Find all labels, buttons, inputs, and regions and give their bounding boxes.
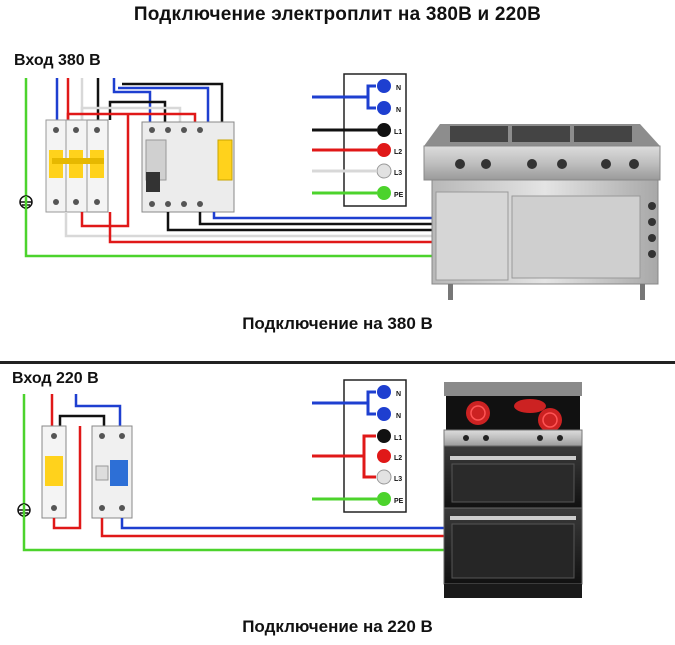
terminal-l3-label: L3 xyxy=(394,170,402,177)
input-220-label: Вход 220 В xyxy=(12,370,99,387)
terminal-block-380: N N L1 L2 L3 PE xyxy=(343,73,407,207)
terminal-block-220: N N L1 L2 L3 PE xyxy=(343,379,407,513)
terminal-l1-label-220: L1 xyxy=(394,435,402,442)
caption-220: Подключение на 220 В xyxy=(242,617,433,636)
page-title: Подключение электроплит на 380В и 220В xyxy=(133,4,542,25)
terminal-n2-label: N xyxy=(396,107,401,114)
section-divider xyxy=(0,361,675,364)
commercial-electric-range xyxy=(423,124,661,300)
input-380-label: Вход 380 В xyxy=(14,52,101,69)
single-pole-breaker xyxy=(41,425,67,519)
terminal-pe-label-220: PE xyxy=(394,498,404,505)
terminal-l3-label-220: L3 xyxy=(394,476,402,483)
residual-current-device xyxy=(141,121,235,213)
caption-380: Подключение на 380 В xyxy=(242,314,433,333)
three-pole-breaker xyxy=(45,119,109,213)
terminal-l1-label: L1 xyxy=(394,129,402,136)
terminal-n2-label-220: N xyxy=(396,413,401,420)
two-pole-rcd xyxy=(91,425,133,519)
diagram-380: N N L1 L2 L3 PE xyxy=(19,73,661,300)
terminal-l2-label: L2 xyxy=(394,149,402,156)
terminal-n1-label-220: N xyxy=(396,391,401,398)
terminal-pe-label: PE xyxy=(394,192,404,199)
diagram-220: N N L1 L2 L3 PE xyxy=(17,379,583,598)
domestic-electric-cooker xyxy=(443,382,583,598)
terminal-n1-label: N xyxy=(396,85,401,92)
terminal-l2-label-220: L2 xyxy=(394,455,402,462)
